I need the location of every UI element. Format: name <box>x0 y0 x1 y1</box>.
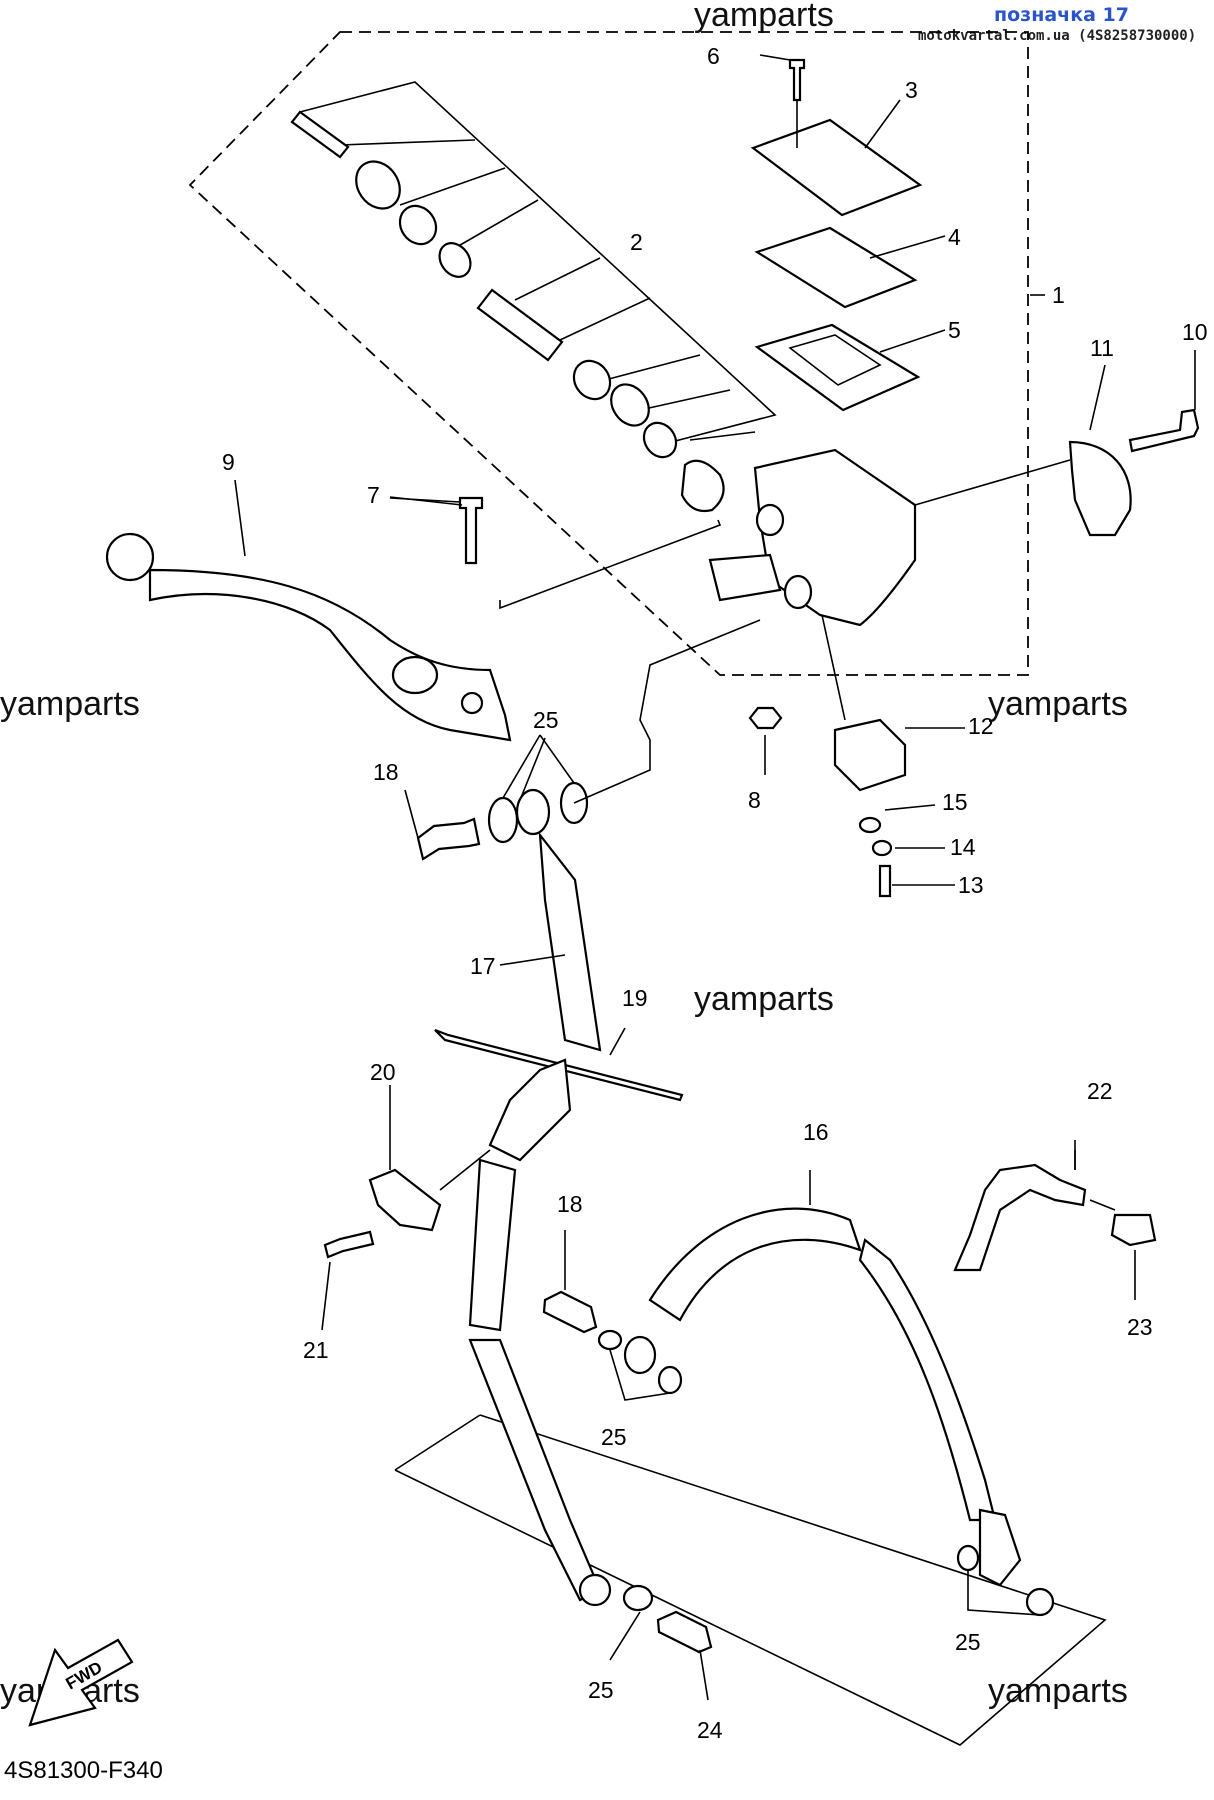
diagram-code: 4S81300-F340 <box>4 1757 163 1784</box>
bracket-22 <box>953 1163 1087 1272</box>
callout-17: 17 <box>470 953 496 979</box>
hose-guide-20 <box>368 1168 442 1232</box>
watermark: yamparts <box>694 0 834 34</box>
callout-15: 15 <box>942 789 968 815</box>
clamp-23 <box>1110 1213 1157 1247</box>
callout-8: 8 <box>748 787 761 813</box>
union-bolt-24 <box>656 1610 713 1654</box>
brake-lever <box>148 568 512 742</box>
watermark: yamparts <box>988 1672 1128 1710</box>
callout-16: 16 <box>803 1119 829 1145</box>
piston-kit-frame <box>299 81 777 446</box>
brake-hose-17 <box>538 831 602 1052</box>
callout-24: 24 <box>697 1717 723 1743</box>
callout-14: 14 <box>950 834 976 860</box>
cap-screw <box>788 58 806 102</box>
master-cylinder-body <box>753 448 917 627</box>
watermark: yamparts <box>988 685 1128 723</box>
callout-20: 20 <box>370 1059 396 1085</box>
watermark: yamparts <box>694 980 834 1018</box>
callout-12: 12 <box>968 713 994 739</box>
watermark: yamparts <box>0 685 140 723</box>
piston-kit-parts <box>290 110 725 513</box>
callout-11: 11 <box>1090 335 1114 361</box>
banjo-fitting-upper <box>515 788 551 836</box>
callout-7: 7 <box>367 482 380 508</box>
callout-22: 22 <box>1087 1078 1113 1104</box>
brake-switch-12 <box>833 718 907 792</box>
bolt-21 <box>323 1230 375 1259</box>
assembly-boundary <box>188 31 1029 676</box>
callout-19: 19 <box>622 985 648 1011</box>
callout-18-lower: 18 <box>557 1191 583 1217</box>
hose-16-right <box>858 1238 997 1522</box>
callout-25-lower-right: 25 <box>955 1629 981 1655</box>
brake-hose-16 <box>648 1207 862 1322</box>
callout-13: 13 <box>958 872 984 898</box>
bolt-7 <box>458 496 484 565</box>
callout-5: 5 <box>948 317 961 343</box>
callout-labels: 1 2 3 4 5 6 7 8 9 10 11 12 13 14 15 16 1… <box>222 43 1208 1743</box>
nut-8 <box>748 706 783 730</box>
callout-25-mid: 25 <box>601 1424 627 1450</box>
bolt-10 <box>1128 408 1200 453</box>
callout-21: 21 <box>303 1337 329 1363</box>
reservoir-cap <box>750 118 923 217</box>
header-tag: позначка 17 <box>994 4 1129 26</box>
callout-25-upper: 25 <box>533 707 559 733</box>
hose-boundary-line <box>394 1414 1107 1746</box>
callout-4: 4 <box>948 224 961 250</box>
callout-18-upper: 18 <box>373 759 399 785</box>
fwd-arrow-icon <box>28 1638 134 1727</box>
main-hose <box>468 1158 517 1332</box>
callout-23: 23 <box>1127 1314 1153 1340</box>
screw-13 <box>878 864 892 898</box>
lower-hose-left <box>468 1338 602 1602</box>
callout-1: 1 <box>1052 282 1065 308</box>
callout-9: 9 <box>222 449 235 475</box>
union-bolt-18-upper <box>416 817 481 861</box>
callout-25-lower-left: 25 <box>588 1677 614 1703</box>
clamp-11 <box>1068 440 1132 537</box>
circlip-14 <box>871 839 893 857</box>
callout-2: 2 <box>630 229 643 255</box>
union-bolt-18-lower <box>542 1290 598 1334</box>
callout-3: 3 <box>905 77 918 103</box>
callout-10: 10 <box>1182 319 1208 345</box>
hose-joint <box>488 1058 572 1162</box>
washer-15 <box>858 816 882 834</box>
callout-6: 6 <box>707 43 720 69</box>
diaphragm <box>754 323 921 412</box>
piston-kit-leaders <box>339 139 756 441</box>
diaphragm-plate <box>754 226 918 309</box>
callout-leaders <box>234 54 1196 1170</box>
